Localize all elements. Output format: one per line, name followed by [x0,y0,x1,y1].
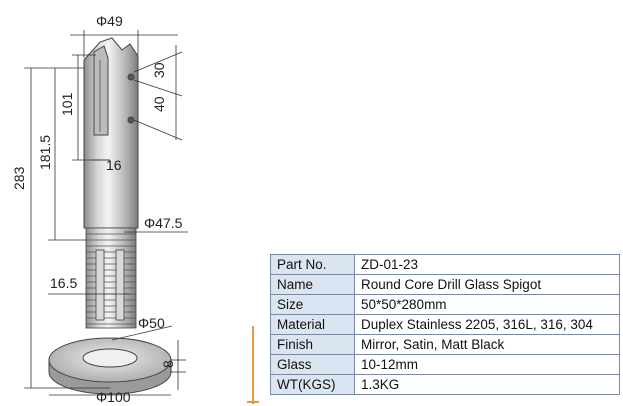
base-plate [48,337,172,395]
spec-key: Material [270,314,355,335]
table-row: Part No. ZD-01-23 [270,254,620,275]
spec-value: 1.3KG [354,374,620,395]
dim-plate-diameter: Φ100 [96,389,131,405]
spec-key: Finish [270,334,355,355]
table-row: Material Duplex Stainless 2205, 316L, 31… [270,314,620,335]
dim-hole-spacing-upper: 30 [151,62,167,78]
dim-plate-thickness: 8 [160,360,176,368]
dim-total-height: 283 [11,166,27,190]
spec-key: Part No. [270,254,355,275]
table-row: WT(KGS) 1.3KG [270,374,620,395]
spigot-body [83,37,139,229]
spec-value: Round Core Drill Glass Spigot [354,274,620,295]
table-row: Finish Mirror, Satin, Matt Black [270,334,620,355]
spec-table: Part No. ZD-01-23 Name Round Core Drill … [270,254,620,395]
dim-neck-diameter: Φ47.5 [144,215,183,231]
spec-value: 10-12mm [354,354,620,375]
scroll-marker-tick [247,401,259,403]
dim-base-diameter: Φ50 [138,315,165,331]
spec-key: Glass [270,354,355,375]
spec-key: Name [270,274,355,295]
spec-value: Mirror, Satin, Matt Black [354,334,620,355]
spec-value: 50*50*280mm [354,294,620,315]
dim-core-height: 181.5 [37,135,53,170]
dim-top-diameter: Φ49 [96,13,123,29]
table-row: Name Round Core Drill Glass Spigot [270,274,620,295]
table-row: Size 50*50*280mm [270,294,620,315]
table-row: Glass 10-12mm [270,354,620,375]
dim-slot-height: 101 [59,92,75,116]
dim-hole-spacing-lower: 40 [151,96,167,112]
dim-thread-pitch: 16.5 [50,275,77,291]
scroll-marker [252,326,254,404]
dimension-lines [24,30,188,396]
dim-slot-width: 16 [106,157,122,173]
threaded-section [85,227,137,329]
spec-value: Duplex Stainless 2205, 316L, 316, 304 [354,314,620,335]
spec-key: WT(KGS) [270,374,355,395]
spec-value: ZD-01-23 [354,254,620,275]
spec-key: Size [270,294,355,315]
